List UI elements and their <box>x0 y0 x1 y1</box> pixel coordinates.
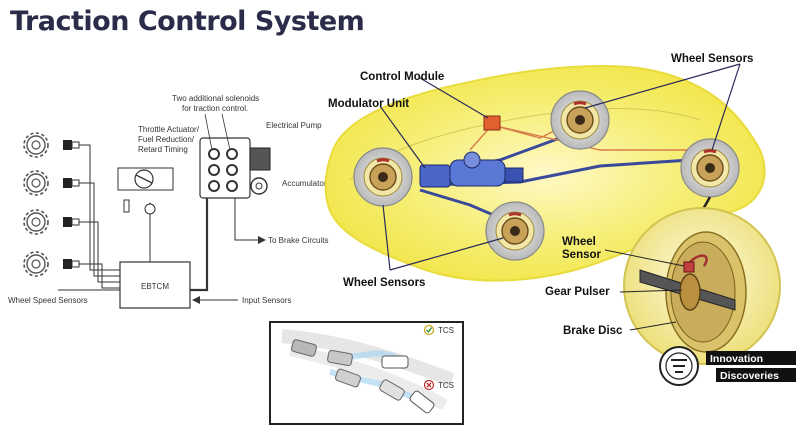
logo-text-1: Innovation <box>710 353 763 365</box>
wheel-sensor-label-1: Wheel <box>562 236 596 248</box>
gear-pulser-label: Gear Pulser <box>545 286 610 298</box>
throttle-actuator <box>117 167 174 215</box>
hydraulic-modulator-block <box>199 137 271 199</box>
wheel-speed-sensor-2 <box>23 170 80 196</box>
brake-disc-label: Brake Disc <box>563 325 623 337</box>
wheel-sensor-label-2: Sensor <box>562 249 602 261</box>
wheel-front-right <box>484 200 546 262</box>
wheel-rear-left <box>549 89 611 151</box>
wheel-speed-sensors-label: Wheel Speed Sensors <box>8 296 88 305</box>
solenoids-note-2: for traction control. <box>182 104 248 113</box>
control-module <box>483 115 501 131</box>
wheel-rear-right <box>679 137 741 199</box>
cross-icon <box>423 379 435 391</box>
schematic-diagram: EBTCM Throttle Actuator/ Fuel Reduction/… <box>8 94 328 309</box>
modulator-unit <box>419 151 524 188</box>
wheel-front-left <box>352 146 414 208</box>
throttle-label-3: Retard Timing <box>138 145 188 154</box>
wheel-sensors-bottom-label: Wheel Sensors <box>343 277 425 289</box>
sensor-wiring <box>58 144 120 291</box>
brake-circuits-label: To Brake Circuits <box>268 236 328 245</box>
accumulator-label: Accumulator <box>282 179 327 188</box>
tcs-comparison-inset: TCS TCS <box>269 321 464 425</box>
throttle-label-2: Fuel Reduction/ <box>138 135 195 144</box>
wheel-sensor-zoom: Wheel Sensor Gear Pulser Brake Disc <box>545 207 781 365</box>
page-title: Traction Control System <box>10 6 365 37</box>
control-module-label: Control Module <box>360 71 444 83</box>
wheel-speed-sensor-1 <box>23 132 80 158</box>
innovation-discoveries-logo: Innovation Discoveries <box>659 346 796 386</box>
electrical-pump-label: Electrical Pump <box>266 121 322 130</box>
brake-circuits-line <box>234 198 262 241</box>
logo-text-2: Discoveries <box>720 370 779 382</box>
tcs-off-label: TCS <box>438 381 454 390</box>
tcs-on-label: TCS <box>438 326 454 335</box>
wheel-sensors-top-label: Wheel Sensors <box>671 53 753 65</box>
wheel-speed-sensor-4 <box>23 251 80 277</box>
input-sensors-label: Input Sensors <box>242 296 291 305</box>
solenoids-note-1: Two additional solenoids <box>172 94 259 103</box>
ebtcm-box <box>119 261 191 309</box>
throttle-label-1: Throttle Actuator/ <box>138 125 200 134</box>
ebtcm-label: EBTCM <box>141 282 169 291</box>
check-icon <box>423 324 435 336</box>
wheel-speed-sensor-3 <box>23 209 80 235</box>
car-with-tcs <box>291 339 409 369</box>
modulator-unit-label: Modulator Unit <box>328 98 409 110</box>
car-without-tcs <box>329 368 435 414</box>
